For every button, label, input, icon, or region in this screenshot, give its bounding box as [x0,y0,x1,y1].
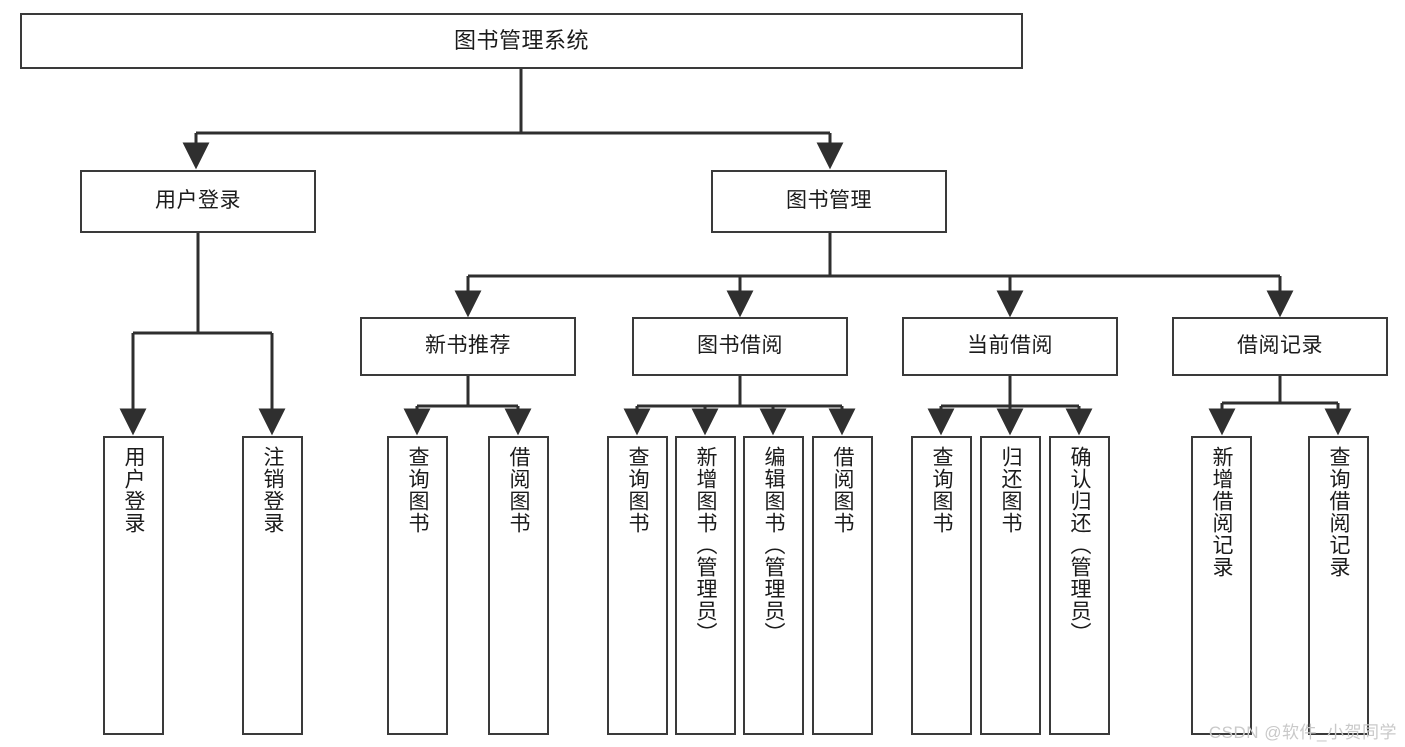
node-label: 图书管理系统 [453,28,589,54]
node-label: 查询图书 [626,446,650,534]
node-new-book-recommend[interactable]: 新书推荐 [360,317,576,376]
leaf-query-book-recommend[interactable]: 查询图书 [387,436,448,735]
node-book-borrow[interactable]: 图书借阅 [632,317,848,376]
leaf-borrow-book-recommend[interactable]: 借阅图书 [488,436,549,735]
leaf-borrow-book[interactable]: 借阅图书 [812,436,873,735]
leaf-query-book-current[interactable]: 查询图书 [911,436,972,735]
node-label: 新书推荐 [425,334,511,358]
leaf-add-borrow-record[interactable]: 新增借阅记录 [1191,436,1252,735]
node-label: 注销登录 [261,446,285,534]
node-label: 编辑图书（管理员） [762,446,786,644]
node-label: 新增图书（管理员） [694,446,718,644]
node-label: 借阅图书 [507,446,531,534]
node-current-borrow[interactable]: 当前借阅 [902,317,1118,376]
leaf-query-book-borrow[interactable]: 查询图书 [607,436,668,735]
node-label: 借阅图书 [831,446,855,534]
node-label: 查询图书 [930,446,954,534]
node-label: 图书管理 [786,189,872,213]
node-label: 查询图书 [406,446,430,534]
node-label: 新增借阅记录 [1210,446,1234,578]
leaf-confirm-return[interactable]: 确认归还（管理员） [1049,436,1110,735]
node-root-book-management-system[interactable]: 图书管理系统 [20,13,1023,69]
csdn-watermark: CSDN @软件_小贺同学 [1208,723,1397,742]
node-label: 归还图书 [999,446,1023,534]
leaf-user-login[interactable]: 用户登录 [103,436,164,735]
node-label: 当前借阅 [967,334,1053,358]
node-label: 借阅记录 [1237,334,1323,358]
node-borrow-record[interactable]: 借阅记录 [1172,317,1388,376]
node-label: 用户登录 [155,189,241,213]
leaf-add-book[interactable]: 新增图书（管理员） [675,436,736,735]
leaf-query-borrow-record[interactable]: 查询借阅记录 [1308,436,1369,735]
node-book-management[interactable]: 图书管理 [711,170,947,233]
leaf-edit-book[interactable]: 编辑图书（管理员） [743,436,804,735]
node-label: 图书借阅 [697,334,783,358]
node-label: 确认归还（管理员） [1068,446,1092,644]
leaf-return-book[interactable]: 归还图书 [980,436,1041,735]
leaf-user-logout[interactable]: 注销登录 [242,436,303,735]
node-label: 用户登录 [122,446,146,534]
node-label: 查询借阅记录 [1327,446,1351,578]
node-user-login[interactable]: 用户登录 [80,170,316,233]
